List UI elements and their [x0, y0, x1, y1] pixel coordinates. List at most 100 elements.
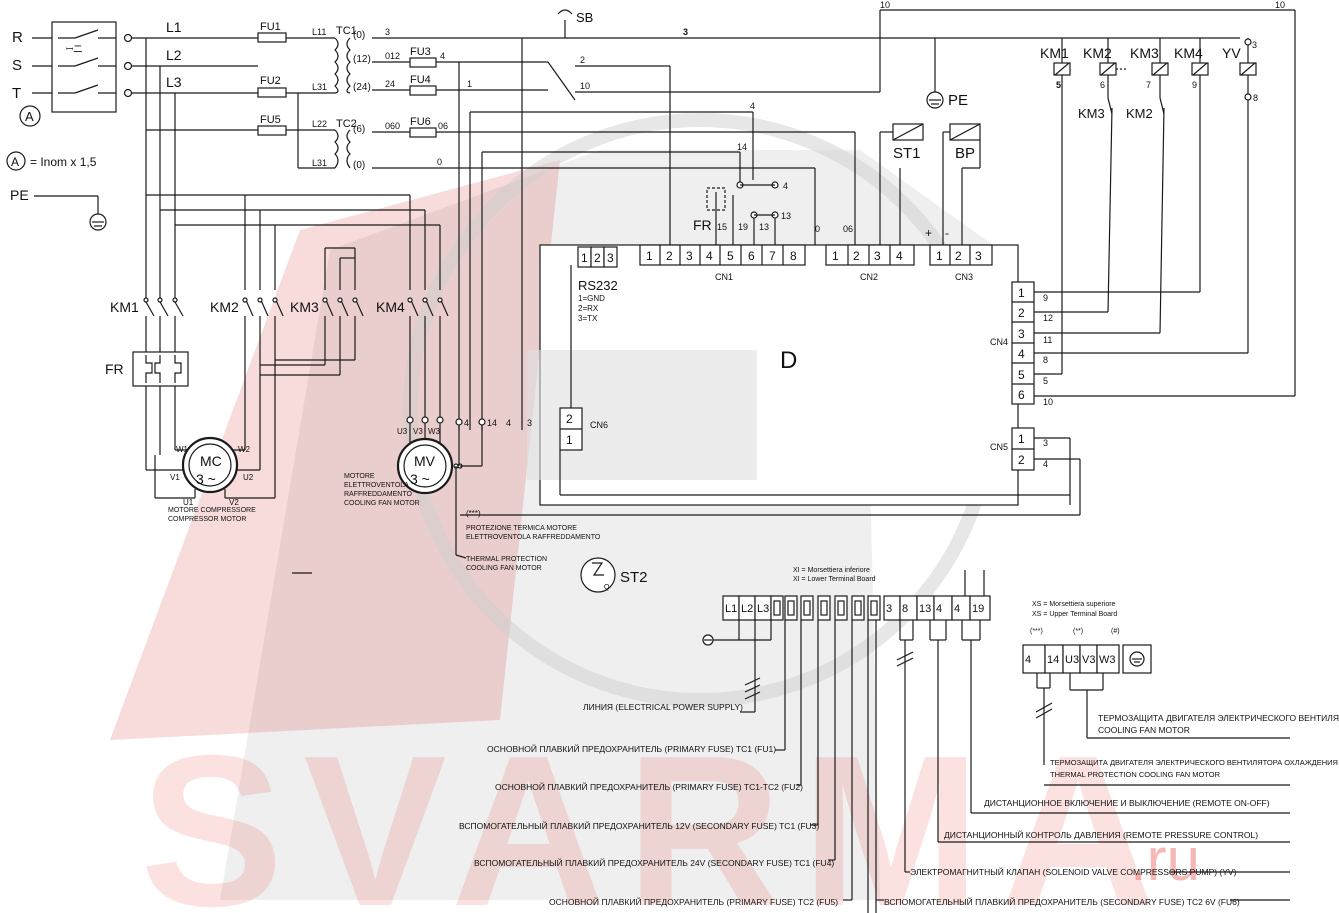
- svg-text:2=RX: 2=RX: [578, 304, 599, 313]
- svg-text:ST2: ST2: [620, 569, 648, 586]
- svg-text:FU6: FU6: [410, 116, 431, 128]
- svg-text:V1: V1: [170, 473, 180, 482]
- svg-text:5: 5: [727, 249, 734, 263]
- xs-terminal-label: 4: [1025, 654, 1031, 666]
- svg-text:0: 0: [815, 224, 820, 234]
- svg-text:8: 8: [1253, 93, 1258, 103]
- svg-text:1: 1: [467, 79, 472, 89]
- svg-text:10: 10: [580, 81, 590, 91]
- pe2-label: PE: [948, 92, 968, 109]
- legend-12: ТЕРМОЗАЩИТА ДВИГАТЕЛЯ ЭЛЕКТРИЧЕСКОГО ВЕН…: [1098, 713, 1339, 723]
- legend-6: ВСПОМОГАТЕЛЬНЫЙ ПЛАВКИЙ ПРЕДОХРАНИТЕЛЬ (…: [884, 896, 1240, 907]
- svg-text:0: 0: [437, 157, 442, 167]
- svg-text:06: 06: [843, 224, 853, 234]
- svg-text:L11: L11: [312, 27, 326, 37]
- svg-text:XI = Lower Terminal Board: XI = Lower Terminal Board: [793, 576, 876, 583]
- legend-13: COOLING FAN MOTOR: [1098, 725, 1190, 735]
- xi-fuse-cell: [803, 600, 811, 616]
- svg-text:W2: W2: [238, 445, 251, 454]
- svg-text:5: 5: [1056, 80, 1061, 90]
- svg-text:2: 2: [580, 55, 585, 65]
- svg-text:060: 060: [385, 121, 400, 131]
- svg-text:8: 8: [1043, 355, 1048, 365]
- svg-text:L31: L31: [312, 82, 327, 92]
- svg-text:CN2: CN2: [860, 272, 878, 282]
- xs-terminal-board: XS = Morsettiera superiore XS = Upper Te…: [1022, 601, 1152, 765]
- svg-text:8: 8: [790, 249, 797, 263]
- svg-text:2: 2: [666, 249, 673, 263]
- legend-9: ДИСТАНЦИОННОЕ ВКЛЮЧЕНИЕ И ВЫКЛЮЧЕНИЕ (RE…: [984, 798, 1270, 808]
- svg-text:7: 7: [769, 249, 776, 263]
- svg-text:2: 2: [566, 412, 573, 426]
- svg-text:KM1: KM1: [1040, 45, 1069, 61]
- svg-text:Q: Q: [604, 584, 610, 591]
- svg-text:06: 06: [438, 121, 448, 131]
- xi-fuse-cell: [870, 600, 878, 616]
- svg-text:6: 6: [748, 249, 755, 263]
- fuse-fu3: [409, 57, 437, 68]
- pe-label: PE: [10, 187, 29, 203]
- power-supply: R S T ꟷ㆓ A A = Inom x 1,5 PE L1 L2 L3: [6, 19, 258, 290]
- svg-text:COOLING FAN MOTOR: COOLING FAN MOTOR: [344, 500, 420, 507]
- svg-text:1: 1: [646, 249, 653, 263]
- svg-text:10: 10: [880, 0, 890, 10]
- svg-text:13: 13: [781, 211, 791, 221]
- svg-text:24: 24: [385, 79, 395, 89]
- svg-text:3: 3: [1252, 40, 1257, 50]
- svg-text:KM2: KM2: [210, 299, 239, 315]
- svg-text:MOTORE: MOTORE: [344, 473, 375, 480]
- svg-text:L31: L31: [312, 158, 327, 168]
- svg-text:1: 1: [1018, 432, 1025, 446]
- svg-text:2: 2: [1018, 453, 1025, 467]
- svg-text:10: 10: [1275, 0, 1285, 10]
- cn6-connector: 2 1 CN6: [559, 265, 1070, 496]
- svg-text:A: A: [11, 155, 19, 169]
- ammeter-label: A: [25, 109, 34, 124]
- svg-text:ST1: ST1: [893, 145, 921, 162]
- svg-text:L22: L22: [312, 119, 327, 129]
- svg-text:3=TX: 3=TX: [578, 314, 598, 323]
- rs232-connector: 1 2 3 RS232 1=GND 2=RX 3=TX: [577, 246, 618, 323]
- label-s: S: [12, 57, 22, 74]
- svg-text:3: 3: [607, 251, 614, 265]
- svg-text:2: 2: [1018, 306, 1025, 320]
- svg-text:TC2: TC2: [336, 118, 357, 130]
- fuse-fu5: [257, 125, 287, 136]
- svg-text:(#): (#): [1111, 628, 1120, 635]
- xi-terminal-label: 19: [972, 603, 984, 615]
- svg-text:19: 19: [738, 222, 748, 232]
- svg-text:3: 3: [527, 418, 532, 428]
- svg-text:3 ~: 3 ~: [196, 471, 216, 487]
- svg-text:4: 4: [1018, 347, 1025, 361]
- svg-text:KM2: KM2: [1083, 45, 1112, 61]
- svg-text:TC1: TC1: [336, 25, 357, 37]
- xi-fuse-cell: [837, 600, 845, 616]
- cn1-connector: 1 2 3 4 5 6 7 8 CN1: [639, 244, 806, 282]
- svg-text:3: 3: [874, 249, 881, 263]
- svg-text:KM4: KM4: [376, 299, 405, 315]
- top-circuit: SB 2 10 10 10 PE 4 14: [458, 0, 1296, 430]
- km1-contactor-label: KM1: [110, 299, 139, 315]
- svg-text:1: 1: [832, 249, 839, 263]
- svg-text:(12): (12): [353, 54, 371, 65]
- svg-text:U3: U3: [397, 427, 408, 436]
- motor-mc: MC 3 ~ W1 W2 V1 U2 U1 V2 MOTORE COMPRESS…: [146, 436, 276, 523]
- svg-text:4: 4: [783, 181, 788, 191]
- xi-terminal-board: XI = Morsettiera inferiore XI = Lower Te…: [702, 567, 991, 913]
- l2-label: L2: [166, 47, 182, 63]
- legend-3: ВСПОМОГАТЕЛЬНЫЙ ПЛАВКИЙ ПРЕДОХРАНИТЕЛЬ 1…: [459, 820, 819, 831]
- cn4-connector: 1 2 3 4 5 6 CN4 9 12 11 8 5 10: [990, 281, 1295, 407]
- svg-text:6: 6: [1018, 388, 1025, 402]
- svg-text:XS = Morsettiera superiore: XS = Morsettiera superiore: [1032, 601, 1116, 608]
- controller-label: D: [780, 347, 797, 374]
- cn2-connector: 1 2 3 4 CN2: [825, 244, 915, 282]
- svg-text:2: 2: [955, 249, 962, 263]
- xi-fuse-cell: [820, 600, 828, 616]
- svg-text:2: 2: [853, 249, 860, 263]
- fuse-fu4: [409, 85, 437, 96]
- svg-text:FU1: FU1: [260, 21, 281, 33]
- xi-fuse-cell: [773, 600, 781, 616]
- svg-text:3: 3: [1043, 438, 1048, 448]
- svg-text:(0): (0): [353, 30, 365, 41]
- legend-2: ОСНОВНОЙ ПЛАВКИЙ ПРЕДОХРАНИТЕЛЬ (PRIMARY…: [495, 781, 803, 792]
